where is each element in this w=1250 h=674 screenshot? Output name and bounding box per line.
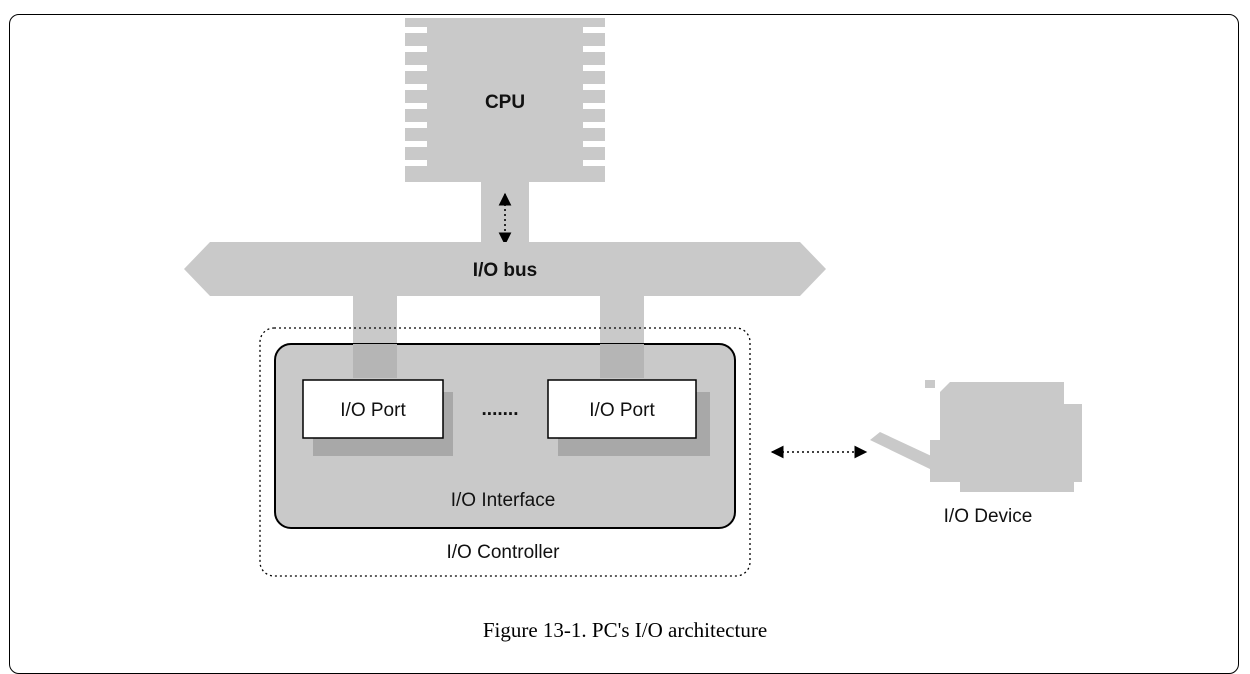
io-port-right-label: I/O Port — [589, 400, 655, 421]
io-port-right: I/O Port — [547, 379, 710, 456]
io-device-icon — [870, 380, 1082, 492]
cpu-bus-connector — [481, 182, 529, 242]
io-architecture-diagram: CPU I/O bus I/O Port ....... I/O Port I/… — [184, 18, 1082, 577]
io-interface-label: I/O Interface — [451, 490, 556, 511]
io-bus — [184, 242, 826, 296]
io-port-left-label: I/O Port — [340, 400, 406, 421]
cpu-chip: CPU — [405, 18, 605, 182]
figure-caption: Figure 13-1. PC's I/O architecture — [482, 618, 768, 642]
io-port-left: I/O Port — [302, 379, 453, 456]
cpu-label: CPU — [485, 92, 525, 113]
io-bus-label: I/O bus — [473, 260, 537, 281]
ports-ellipsis: ....... — [482, 399, 519, 420]
io-controller-label: I/O Controller — [447, 542, 561, 563]
io-device-label: I/O Device — [944, 506, 1033, 527]
io-controller-box — [259, 327, 751, 577]
